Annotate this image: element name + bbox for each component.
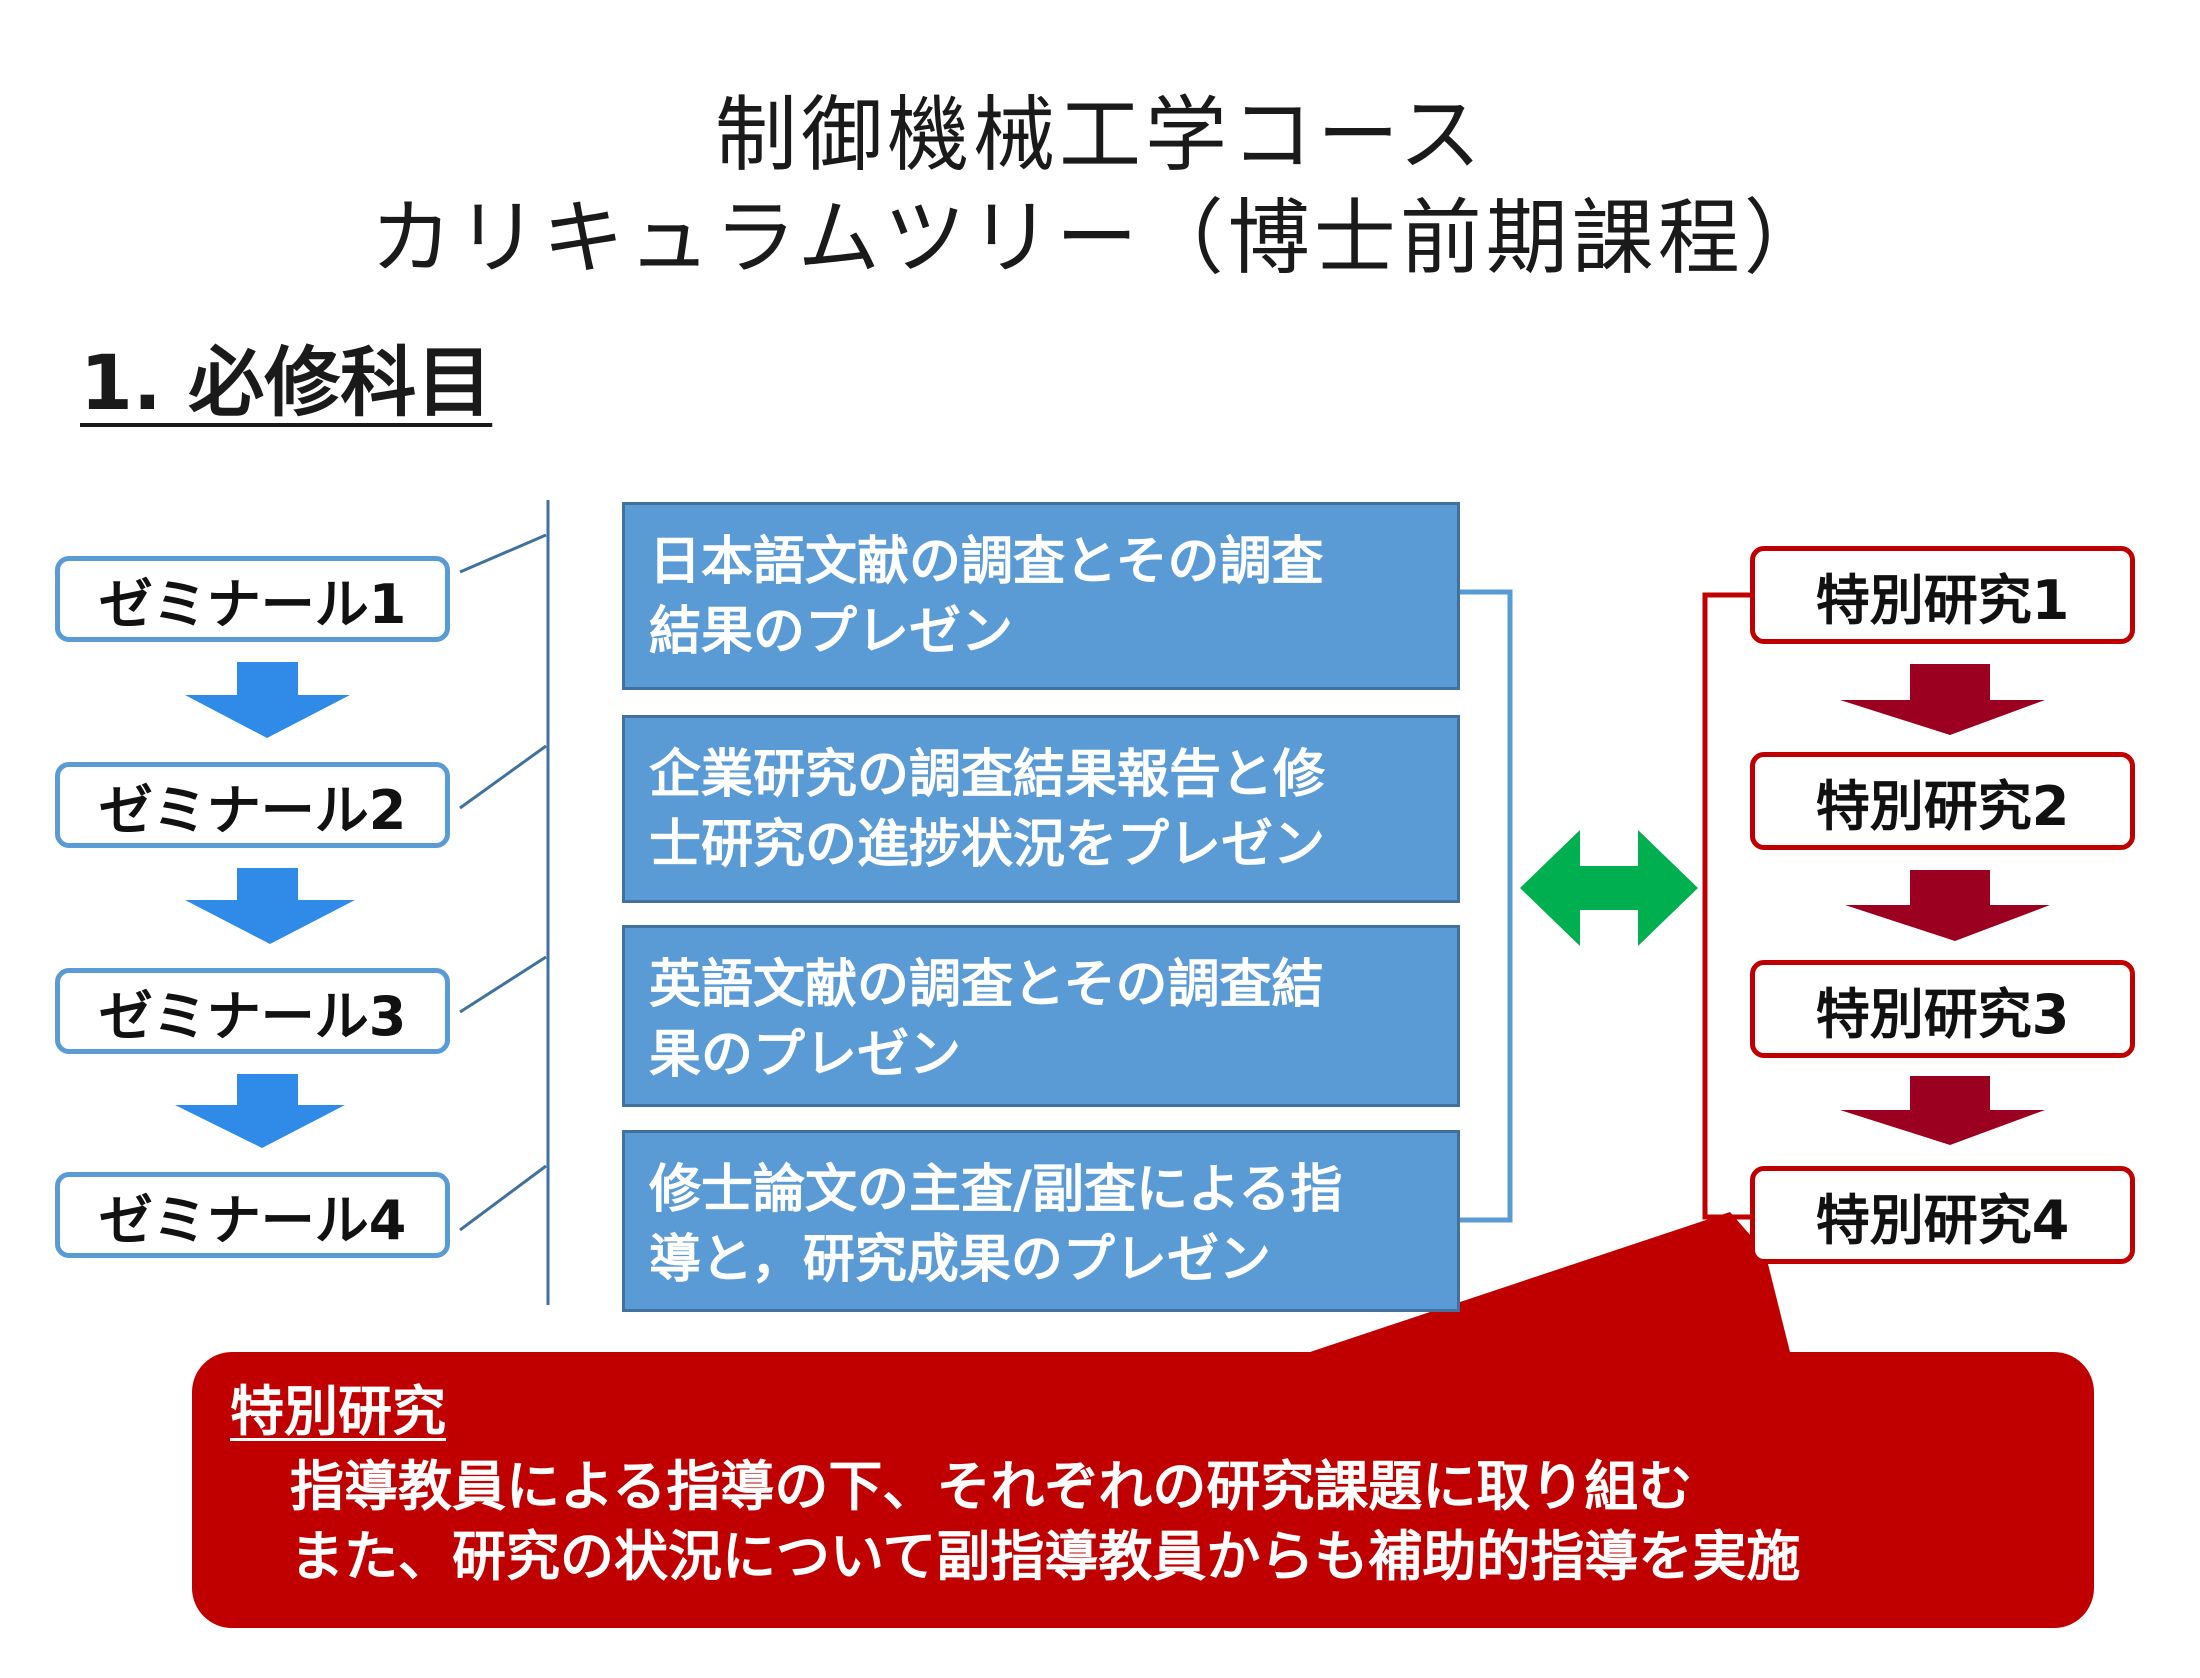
title-line-1: 制御機械工学コース — [715, 88, 1485, 183]
connector-seminar-2 — [459, 744, 547, 810]
content-box-2: 企業研究の調査結果報告と修 士研究の進捗状況をプレゼン — [622, 715, 1460, 903]
down-arrow-research-2 — [1845, 870, 2050, 941]
down-arrow-seminar-2 — [185, 868, 355, 944]
research-box-2: 特別研究2 — [1750, 752, 2135, 850]
research-label-4: 特別研究4 — [1815, 1188, 2070, 1252]
title-line-2: カリキュラムツリー（博士前期課程） — [370, 191, 1830, 286]
content-4-line-1: 修士論文の主査/副査による指 — [649, 1160, 1343, 1220]
research-label-3: 特別研究3 — [1815, 982, 2070, 1046]
research-box-4: 特別研究4 — [1750, 1166, 2135, 1264]
callout-heading: 特別研究 — [230, 1380, 446, 1443]
content-2-line-1: 企業研究の調査結果報告と修 — [649, 745, 1326, 805]
research-box-1: 特別研究1 — [1750, 546, 2135, 644]
section-heading: 1. 必修科目 — [80, 338, 493, 427]
seminar-box-1: ゼミナール1 — [55, 556, 450, 642]
content-4-line-2: 導と，研究成果のプレゼン — [649, 1230, 1271, 1290]
seminar-label-2: ゼミナール2 — [98, 778, 407, 842]
content-3-line-1: 英語文献の調査とその調査結 — [649, 955, 1324, 1015]
seminar-box-4: ゼミナール4 — [55, 1172, 450, 1258]
connector-seminar-4 — [459, 1164, 547, 1232]
content-box-3: 英語文献の調査とその調査結 果のプレゼン — [622, 925, 1460, 1107]
seminar-box-3: ゼミナール3 — [55, 968, 450, 1054]
callout-line-1: 指導教員による指導の下、それぞれの研究課題に取り組む — [290, 1455, 1693, 1518]
seminar-label-1: ゼミナール1 — [98, 572, 407, 636]
callout-pointer — [1310, 1212, 1790, 1352]
seminar-box-2: ゼミナール2 — [55, 762, 450, 848]
research-label-2: 特別研究2 — [1815, 774, 2070, 838]
connector-seminar-1 — [459, 533, 547, 574]
seminar-label-4: ゼミナール4 — [98, 1188, 407, 1252]
seminar-label-3: ゼミナール3 — [98, 984, 407, 1048]
connector-seminar-3 — [459, 955, 547, 1014]
down-arrow-seminar-3 — [175, 1074, 345, 1148]
research-bracket — [1702, 592, 1750, 1220]
content-box-4: 修士論文の主査/副査による指 導と，研究成果のプレゼン — [622, 1130, 1460, 1312]
research-box-3: 特別研究3 — [1750, 960, 2135, 1058]
content-2-line-2: 士研究の進捗状況をプレゼン — [649, 815, 1326, 875]
content-1-line-2: 結果のプレゼン — [649, 602, 1014, 662]
content-3-line-2: 果のプレゼン — [649, 1025, 962, 1085]
down-arrow-research-1 — [1840, 664, 2045, 735]
bidirectional-arrow — [1520, 830, 1698, 946]
research-label-1: 特別研究1 — [1815, 568, 2070, 632]
down-arrow-research-3 — [1840, 1076, 2045, 1145]
content-bracket — [1460, 589, 1513, 1223]
callout-panel — [192, 1352, 2094, 1628]
down-arrow-seminar-1 — [185, 662, 350, 738]
content-1-line-1: 日本語文献の調査とその調査 — [649, 532, 1324, 592]
callout-line-2: また、研究の状況について副指導教員からも補助的指導を実施 — [290, 1525, 1801, 1588]
content-box-1: 日本語文献の調査とその調査 結果のプレゼン — [622, 502, 1460, 690]
